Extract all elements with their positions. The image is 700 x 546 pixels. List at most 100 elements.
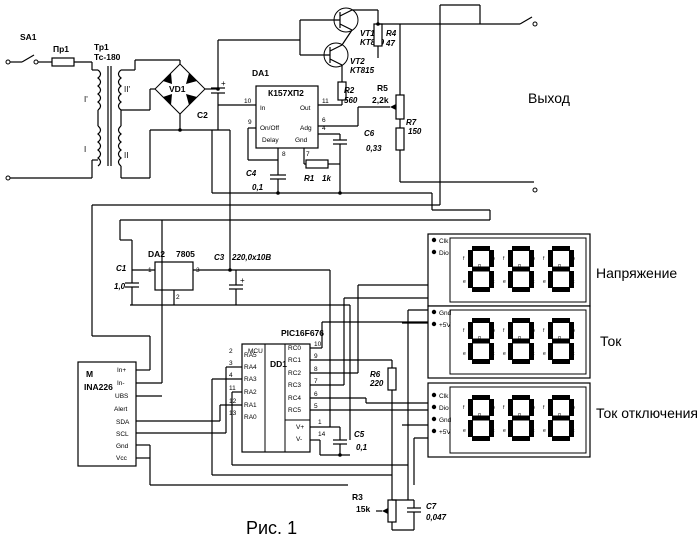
da2-label: DA2 <box>148 249 165 259</box>
tr-w2: II' <box>124 85 130 94</box>
segment-v <box>569 271 574 288</box>
segment-v <box>489 322 494 339</box>
seg-letter: b <box>572 328 575 334</box>
vt1-label: VT1 <box>360 29 375 38</box>
segment-v <box>548 250 553 267</box>
segment-v <box>569 399 574 416</box>
segment-v <box>468 399 473 416</box>
seg-letter: f <box>543 405 545 411</box>
seg-letter: c <box>532 428 535 434</box>
potentiometer-r3: R3 15k <box>352 475 397 530</box>
segment-v <box>569 322 574 339</box>
ina-type: INA226 <box>84 382 113 392</box>
seg-letter: g <box>518 335 521 341</box>
resistor-r6: R6 220 <box>369 360 397 475</box>
c3-val: 220,0x10B <box>231 253 271 262</box>
segment-h <box>472 318 490 323</box>
display-pin-label: Dio <box>439 250 449 257</box>
output-terminals: Выход <box>400 4 570 210</box>
mcu-pin-num: 3 <box>229 360 233 367</box>
mcu-pin-num: 11 <box>229 385 236 392</box>
vt2-type: KT815 <box>350 66 375 75</box>
mcu-label: PIC16F676 <box>281 328 324 338</box>
pin-dot <box>431 321 437 327</box>
segment-v <box>529 343 534 360</box>
figure-caption: Рис. 1 <box>246 518 297 538</box>
svg-text:9: 9 <box>248 119 252 126</box>
potentiometer-r5: R5 2,2k <box>357 83 405 126</box>
seg-letter: b <box>492 405 495 411</box>
segment-v <box>548 399 553 416</box>
seg-letter: g <box>478 263 481 269</box>
seg-letter: e <box>543 279 546 285</box>
svg-text:V+: V+ <box>296 424 304 431</box>
mcu-pin-name: RC1 <box>288 357 301 364</box>
r1-label: R1 <box>304 174 315 183</box>
svg-text:UBS: UBS <box>115 393 129 400</box>
seg-letter: f <box>543 328 545 334</box>
diode-bridge-vd1: VD1 <box>149 63 230 178</box>
display-pin-label: Clk <box>439 393 449 400</box>
segment-h <box>472 246 490 251</box>
pin-dot <box>431 416 437 422</box>
mcu-pin-name: RA0 <box>244 414 257 421</box>
segment-h <box>512 436 530 441</box>
c5-val: 0,1 <box>356 443 368 452</box>
display-pin-label: +5V <box>439 322 451 329</box>
resistor-r1: R1 1k <box>304 159 341 193</box>
capacitor-c4: C4 0,1 <box>246 169 286 193</box>
pin-dot <box>431 237 437 243</box>
pin-dot <box>431 428 437 434</box>
segment-v <box>489 250 494 267</box>
svg-text:11: 11 <box>322 98 329 105</box>
pin-dot <box>431 392 437 398</box>
display-pin-label: Dio <box>439 405 449 412</box>
pin-dot <box>431 249 437 255</box>
power-input: SA1 Пр1 <box>5 32 93 181</box>
segment-v <box>468 250 473 267</box>
segment-h <box>512 415 530 421</box>
r3-label: R3 <box>352 492 363 502</box>
transistor-vt2: VT2 KT815 <box>299 29 375 78</box>
seg-letter: g <box>518 412 521 418</box>
vt1-type: KT819 <box>360 38 385 47</box>
r7-label: R7 <box>406 118 417 127</box>
segment-v <box>468 271 473 288</box>
segment-v <box>489 271 494 288</box>
r2-label: R2 <box>344 86 355 95</box>
pin-dot <box>431 404 437 410</box>
svg-text:On/Off: On/Off <box>260 125 279 132</box>
seg-letter: g <box>558 335 561 341</box>
mcu-pin-name: RC4 <box>288 395 301 402</box>
segment-v <box>508 250 513 267</box>
dd1-label: DD1 <box>270 359 287 369</box>
seg-letter: g <box>518 263 521 269</box>
segment-h <box>472 287 490 292</box>
mcu-pin-num: 9 <box>314 353 318 360</box>
tr-name: Тр1 <box>94 42 109 52</box>
seg-letter: e <box>463 428 466 434</box>
segment-h <box>512 246 530 251</box>
svg-text:1: 1 <box>318 419 322 426</box>
segment-h <box>552 287 570 292</box>
vt2-label: VT2 <box>350 57 365 66</box>
seg-letter: c <box>572 428 575 434</box>
c6-val: 0,33 <box>366 144 382 153</box>
tr-w3: I <box>84 145 86 154</box>
svg-text:Gnd: Gnd <box>116 443 129 450</box>
mcu-pin-num: 4 <box>229 372 233 379</box>
display-pin-label: Gnd <box>439 417 452 424</box>
seg-letter: g <box>558 412 561 418</box>
r4-label: R4 <box>386 29 397 38</box>
resistor-r7: R7 150 <box>395 118 422 182</box>
fuse-label: Пр1 <box>53 44 69 54</box>
ic-ina226: M INA226 In+ In- UBS Alert SDA SCL Gnd V… <box>77 220 348 486</box>
c4-label: C4 <box>246 169 257 178</box>
r4-val: 47 <box>385 39 395 48</box>
